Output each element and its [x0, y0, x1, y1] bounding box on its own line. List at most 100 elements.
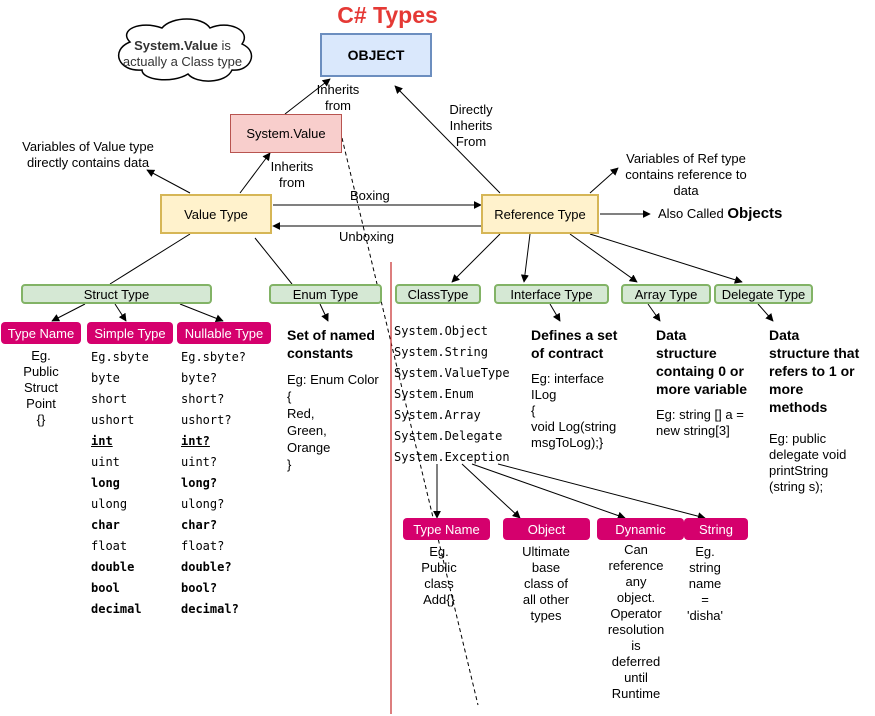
edge-ref-note [589, 167, 619, 194]
object-node: OBJECT [320, 33, 432, 77]
cloud-shape [118, 18, 253, 82]
enum-type-node: Enum Type [269, 284, 382, 304]
edge-ref-array [569, 233, 638, 283]
nullable-type-item: float? [181, 539, 225, 553]
edge-ref-class [451, 233, 501, 283]
unboxing-label: Unboxing [339, 229, 394, 244]
edge-class-object [461, 463, 521, 519]
cloud-note: System.Value is actually a Class type [110, 38, 255, 70]
interface-type-node: Interface Type [494, 284, 609, 304]
delegate-type-node: Delegate Type [714, 284, 813, 304]
array-type-node: Array Type [621, 284, 711, 304]
edge-struct-simple [114, 303, 127, 322]
nullable-type-item: double? [181, 560, 232, 574]
cloud-note-line2: actually a Class type [122, 54, 243, 69]
nullable-type-item: uint? [181, 455, 218, 469]
simple-type-item: uint [91, 455, 120, 469]
reference-type-node: Reference Type [481, 194, 599, 234]
struct-type-node: Struct Type [21, 284, 212, 304]
class-type-name-tag: Type Name [403, 518, 490, 540]
simple-type-item: char [91, 518, 120, 532]
cloud-note-bold: System.Value [134, 38, 218, 53]
array-example: Eg: string [] a =new string[3] [656, 407, 744, 438]
boxing-label: Boxing [350, 188, 390, 203]
nullable-type-item: long? [181, 476, 218, 490]
edge-value-struct [109, 233, 191, 285]
simple-type-item: Eg.sbyte [91, 350, 149, 364]
nullable-type-item: byte? [181, 371, 218, 385]
edge-sysvalue-object [284, 78, 331, 115]
simple-type-item: ulong [91, 497, 128, 511]
class-type-item: System.ValueType [394, 366, 510, 380]
nullable-type-item: bool? [181, 581, 218, 595]
edge-class-dynamic [471, 463, 626, 520]
edge-value-note [146, 169, 191, 194]
simple-type-item: float [91, 539, 128, 553]
class-type-node: ClassType [395, 284, 481, 304]
edge-delegate-desc [757, 303, 774, 322]
nullable-type-item: char? [181, 518, 218, 532]
edge-struct-nullable [179, 303, 224, 323]
edge-struct-typename [51, 303, 86, 322]
simple-type-item: ushort [91, 413, 135, 427]
cloud-note-rest: is [217, 38, 231, 53]
edge-value-enum [254, 237, 293, 285]
class-type-item: System.Array [394, 408, 481, 422]
nullable-type-item: Eg.sbyte? [181, 350, 247, 364]
class-type-item: System.Object [394, 324, 488, 338]
simple-type-item: byte [91, 371, 120, 385]
class-type-item: System.Enum [394, 387, 474, 401]
edge-sysvalue-dashed [341, 137, 479, 706]
also-called-note: Also Called Objects [658, 205, 783, 222]
nullable-type-list: Eg.sbyte? byte? short? ushort? int? uint? long… [181, 347, 271, 620]
nullable-type-item: short? [181, 392, 225, 406]
struct-nullable-type-tag: Nullable Type [177, 322, 271, 344]
nullable-type-item: ulong? [181, 497, 225, 511]
edge-ref-interface [520, 233, 531, 283]
simple-type-item: decimal [91, 602, 142, 616]
class-object-tag: Object [503, 518, 590, 540]
nullable-type-item: decimal? [181, 602, 239, 616]
edge-interface-desc [549, 303, 561, 322]
struct-type-name-tag: Type Name [1, 322, 81, 344]
simple-type-item: long [91, 476, 120, 490]
simple-type-item: int [91, 434, 113, 448]
system-value-node: System.Value [230, 114, 342, 153]
nullable-type-item: int? [181, 434, 210, 448]
class-type-item: System.Exception [394, 450, 510, 464]
class-dynamic-tag: Dynamic [597, 518, 684, 540]
struct-simple-type-tag: Simple Type [87, 322, 173, 344]
edge-enum-desc [319, 303, 329, 322]
nullable-type-item: ushort? [181, 413, 232, 427]
value-type-node: Value Type [160, 194, 272, 234]
edge-class-string [497, 463, 706, 521]
edge-valuetype-sysvalue [239, 152, 271, 194]
simple-type-item: bool [91, 581, 120, 595]
class-type-item: System.Delegate [394, 429, 503, 443]
edge-reftype-object [394, 85, 501, 194]
simple-type-item: short [91, 392, 128, 406]
edge-ref-delegate [589, 233, 743, 284]
class-type-item: System.String [394, 345, 488, 359]
enum-example: Eg: Enum Color{Red,Green,Orange} [287, 372, 379, 472]
simple-type-item: double [91, 560, 135, 574]
edge-array-desc [647, 303, 661, 322]
page-title: C# Types [337, 2, 438, 28]
simple-type-list: Eg.sbyte byte short ushort int uint long ulong c… [91, 347, 171, 620]
